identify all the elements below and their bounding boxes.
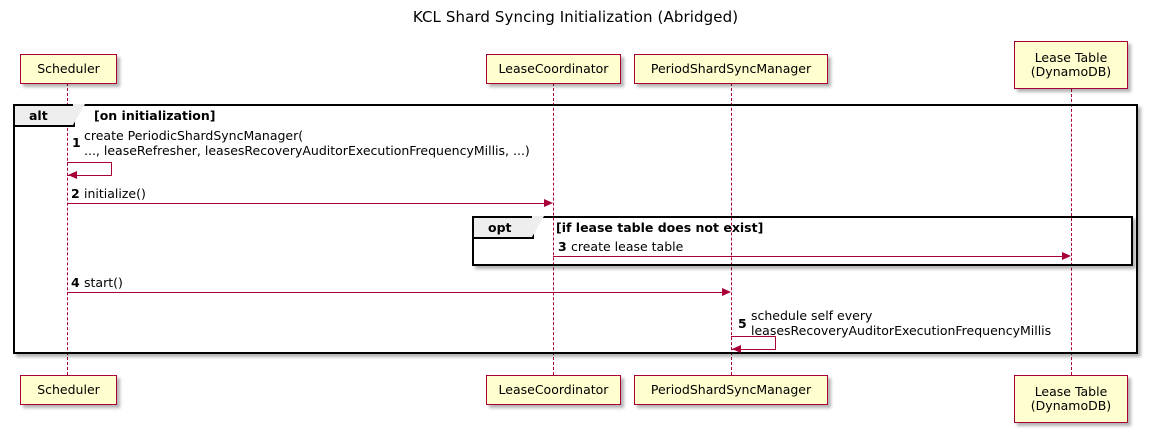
opt-fragment-operator: opt — [488, 220, 512, 235]
message-4-arrowhead — [722, 288, 731, 296]
diagram-title: KCL Shard Syncing Initialization (Abridg… — [412, 8, 739, 26]
alt-fragment-operator: alt — [29, 108, 48, 123]
message-5-label: schedule self every leasesRecoveryAudito… — [751, 308, 1052, 339]
participant-scheduler-bottom-label: Scheduler — [37, 381, 100, 397]
opt-fragment-guard: [if lease table does not exist] — [556, 220, 764, 235]
message-2-line — [67, 203, 545, 204]
message-2-number: 2 — [71, 186, 80, 201]
participant-leasecoordinator-top-label: LeaseCoordinator — [498, 60, 609, 76]
participant-periodshardsyncmanager-top[interactable]: PeriodShardSyncManager — [634, 54, 828, 84]
participant-scheduler-top-label: Scheduler — [37, 60, 100, 76]
message-1-self-loop — [67, 162, 112, 176]
message-4-number: 4 — [71, 275, 80, 290]
participant-leasetable-top[interactable]: Lease Table (DynamoDB) — [1014, 41, 1128, 89]
participant-leasetable-bottom[interactable]: Lease Table (DynamoDB) — [1014, 375, 1128, 423]
message-4-label: start() — [84, 275, 123, 290]
lifeline-scheduler — [67, 83, 68, 375]
message-5-arrowhead — [732, 345, 741, 353]
message-1-label: create PeriodicShardSyncManager( ..., le… — [84, 128, 530, 159]
message-3-number: 3 — [558, 239, 567, 254]
message-2-arrowhead — [544, 199, 553, 207]
message-5-number: 5 — [738, 316, 747, 331]
message-3-label: create lease table — [571, 239, 684, 254]
alt-fragment-guard: [on initialization] — [94, 108, 216, 123]
participant-periodshardsyncmanager-bottom-label: PeriodShardSyncManager — [650, 381, 812, 397]
message-5-self-loop — [731, 336, 776, 350]
participant-leasecoordinator-bottom-label: LeaseCoordinator — [498, 381, 609, 397]
participant-scheduler-bottom[interactable]: Scheduler — [20, 375, 117, 405]
participant-leasecoordinator-bottom[interactable]: LeaseCoordinator — [486, 375, 621, 405]
message-3-line — [553, 256, 1063, 257]
alt-fragment-tab: alt — [15, 104, 85, 127]
alt-fragment-frame — [13, 104, 1138, 354]
opt-fragment-frame — [472, 216, 1133, 266]
participant-periodshardsyncmanager-top-label: PeriodShardSyncManager — [650, 60, 812, 76]
participant-leasetable-bottom-label: Lease Table (DynamoDB) — [1030, 383, 1112, 413]
participant-leasetable-top-label: Lease Table (DynamoDB) — [1030, 49, 1112, 79]
message-1-number: 1 — [72, 135, 81, 150]
opt-fragment-tab: opt — [474, 216, 544, 239]
message-3-arrowhead — [1062, 252, 1071, 260]
participant-scheduler-top[interactable]: Scheduler — [20, 54, 117, 84]
message-2-label: initialize() — [84, 186, 146, 201]
lifeline-leasecoord — [553, 83, 554, 375]
message-1-arrowhead — [68, 171, 77, 179]
message-4-line — [67, 292, 723, 293]
lifeline-periodmanager — [731, 83, 732, 375]
lifeline-leasetable — [1071, 89, 1072, 375]
participant-periodshardsyncmanager-bottom[interactable]: PeriodShardSyncManager — [634, 375, 828, 405]
participant-leasecoordinator-top[interactable]: LeaseCoordinator — [486, 54, 621, 84]
